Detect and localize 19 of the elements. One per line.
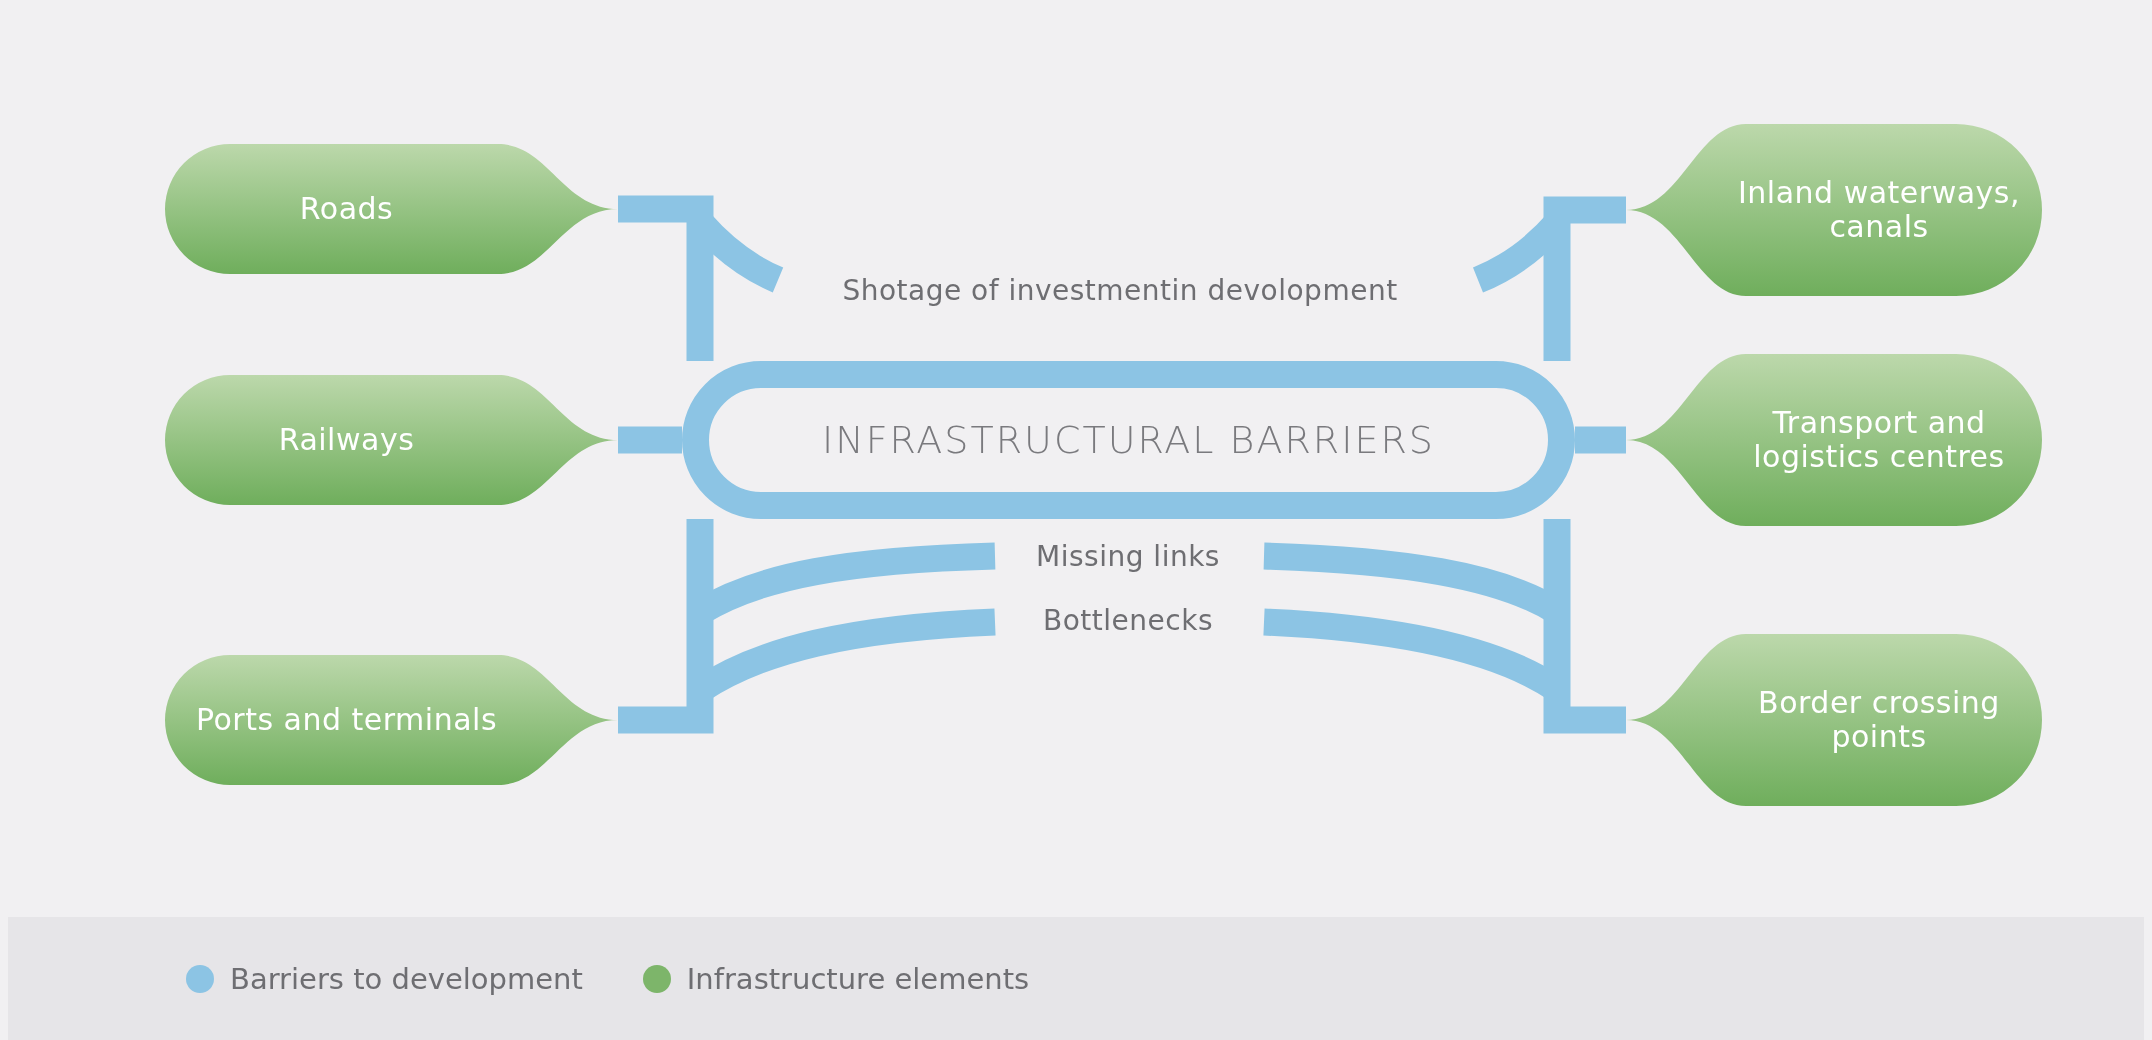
barrier-label: Shotage of investmentin devolopment bbox=[842, 273, 1398, 307]
tag-label: Railways bbox=[278, 422, 415, 458]
capsule-title: INFRASTRUCTURAL BARRIERS bbox=[822, 418, 1435, 462]
connector bbox=[618, 426, 682, 454]
connector bbox=[618, 195, 714, 361]
tag-label: Border crossing points bbox=[1757, 685, 2001, 755]
tag-label: Ports and terminals bbox=[195, 702, 498, 738]
connector bbox=[618, 519, 714, 734]
barrier-label: Missing links bbox=[1036, 539, 1220, 573]
tag-label: Roads bbox=[299, 191, 394, 227]
connector bbox=[1543, 519, 1626, 734]
connector bbox=[1575, 426, 1626, 454]
barrier-capsule bbox=[682, 361, 1575, 519]
legend-text: Infrastructure elements bbox=[686, 961, 1030, 996]
tag-label: Inland waterways, canals bbox=[1737, 175, 2021, 245]
tag-label: Transport and logistics centres bbox=[1752, 405, 2006, 475]
connector bbox=[1543, 196, 1626, 361]
legend-text: Barriers to development bbox=[230, 961, 583, 996]
barrier-label: Bottlenecks bbox=[1043, 603, 1213, 637]
